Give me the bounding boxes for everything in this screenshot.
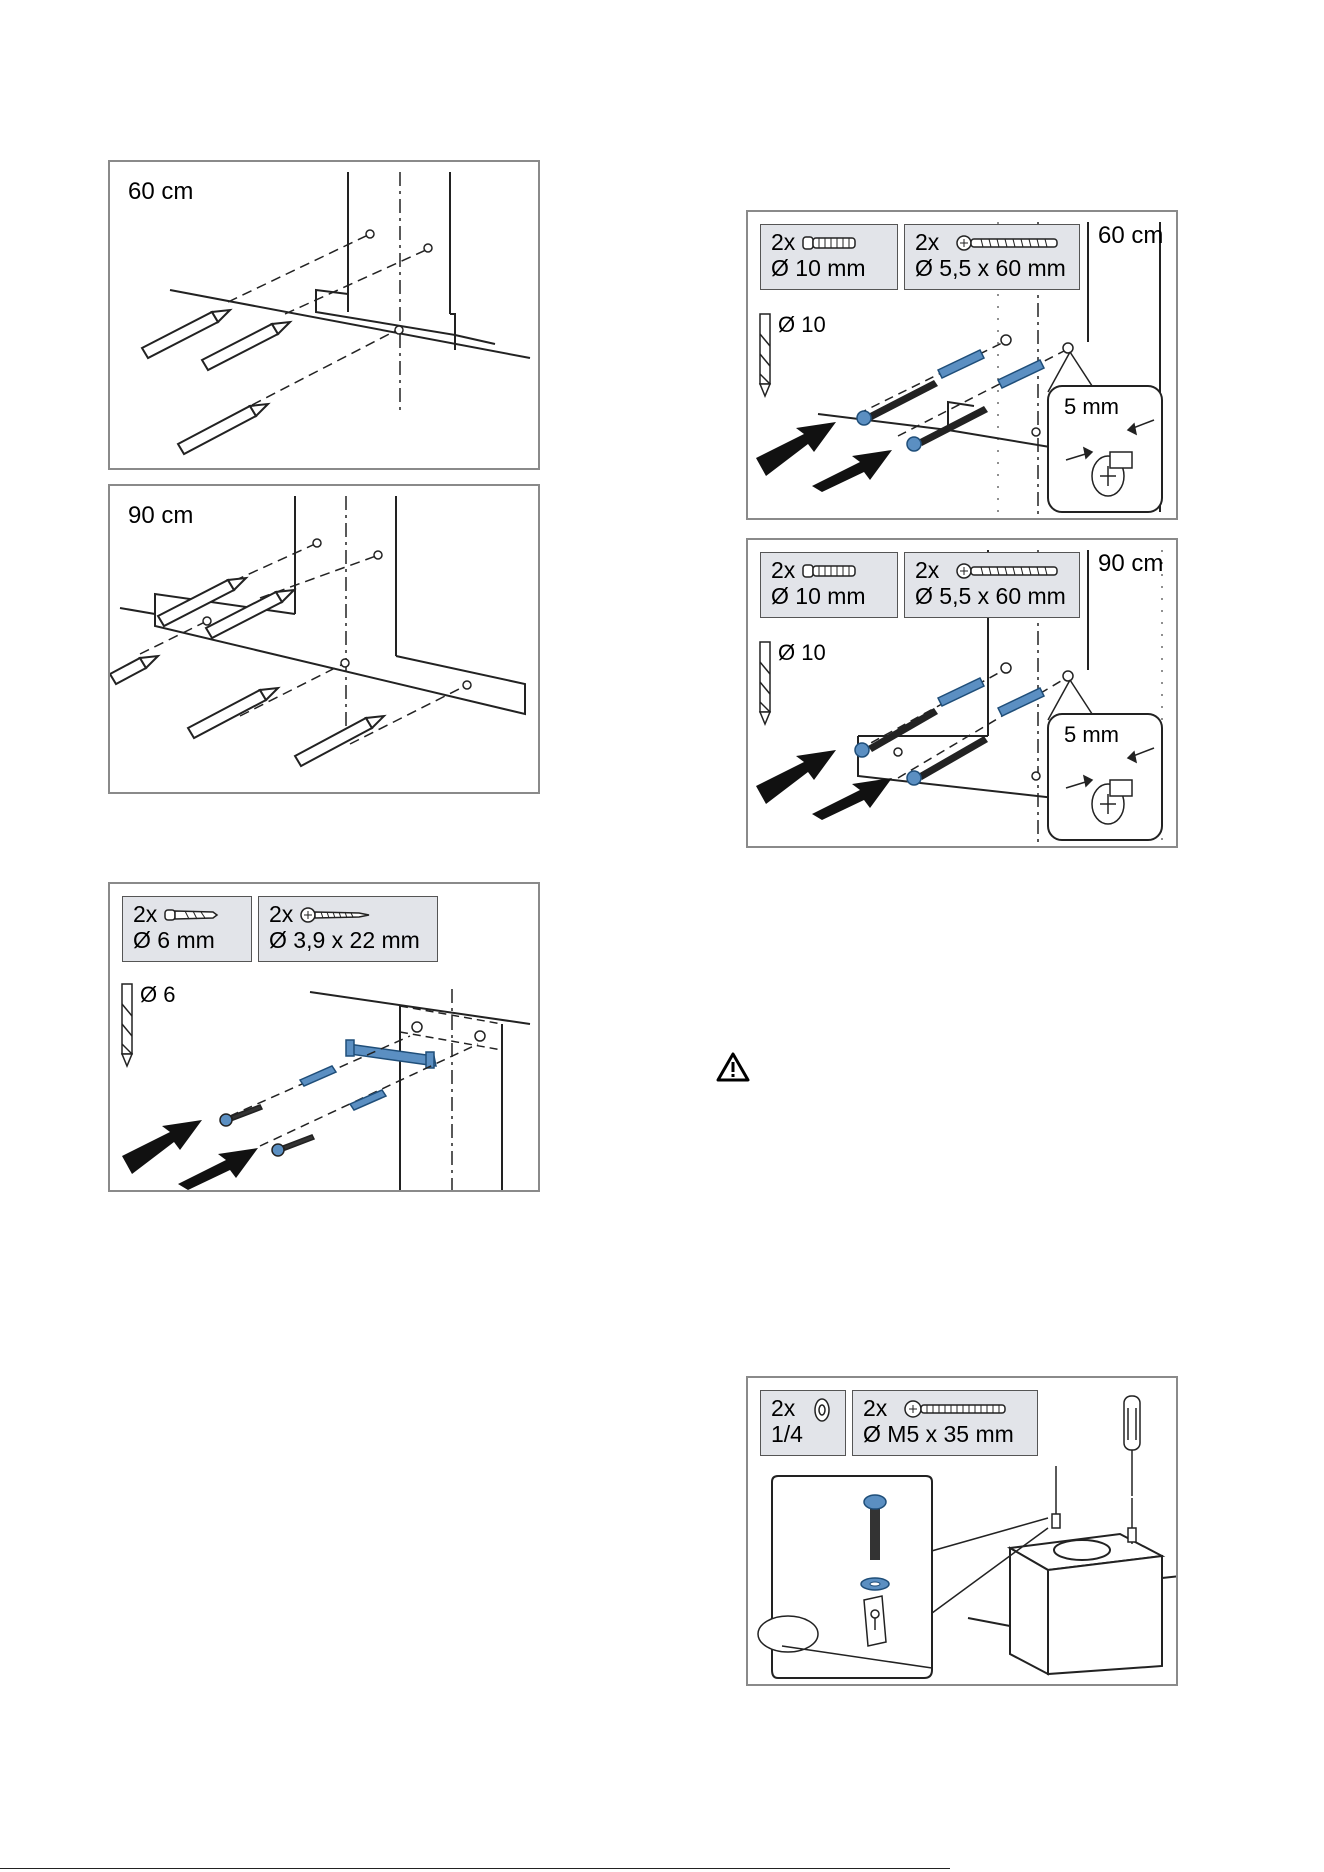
wall-plug-icon — [938, 350, 1044, 388]
wall-plug-icon — [938, 678, 1044, 716]
figure-fixing-90cm: 2x Ø 10 mm 2x Ø 5,5 x 60 mm 90 cm Ø 10 5… — [746, 538, 1178, 848]
marking-60cm-drawing — [110, 162, 540, 470]
push-arrow-icon — [756, 750, 892, 820]
parts-spec: Ø 5,5 x 60 mm — [915, 583, 1066, 609]
parts-tag-wall-plug: 2x Ø 10 mm — [760, 224, 898, 290]
bracket-drawing — [110, 884, 540, 1192]
size-label: 60 cm — [1098, 224, 1163, 248]
screw-icon — [955, 234, 1059, 252]
parts-spec: Ø 10 mm — [771, 255, 866, 281]
figure-marking-60cm: 60 cm — [108, 160, 540, 470]
hood-box — [1010, 1534, 1178, 1674]
parts-tag-screw: 2x Ø 5,5 x 60 mm — [904, 552, 1080, 618]
drill-label: Ø 10 — [778, 642, 826, 664]
figure-marking-90cm: 90 cm — [108, 484, 540, 794]
parts-qty: 2x — [771, 229, 795, 255]
wall-plug-icon — [801, 234, 861, 252]
gap-label: 5 mm — [1064, 724, 1119, 746]
parts-tag-screw: 2x Ø 5,5 x 60 mm — [904, 224, 1080, 290]
wall-plug-icon — [801, 562, 861, 580]
screw-icon — [955, 562, 1059, 580]
bracket-icon — [346, 1040, 436, 1068]
gap-label: 5 mm — [1064, 396, 1119, 418]
figure-fixing-60cm: 2x Ø 10 mm 2x Ø 5,5 x 60 mm 60 cm Ø 10 5… — [746, 210, 1178, 520]
screw-icon — [857, 380, 988, 451]
size-label: 90 cm — [1098, 552, 1163, 576]
figure-bracket-fixing: 2x Ø 6 mm 2x Ø 3,9 x 22 mm — [108, 882, 540, 1192]
detail-callout — [1048, 352, 1162, 512]
top-fixing-drawing — [748, 1378, 1178, 1686]
size-label: 60 cm — [128, 180, 193, 204]
parts-tag-wall-plug: 2x Ø 10 mm — [760, 552, 898, 618]
size-label: 90 cm — [128, 504, 193, 528]
drill-bit-icon — [760, 314, 770, 396]
marking-90cm-drawing — [110, 486, 540, 794]
figure-top-fixing: 2x 1/4 2x Ø M5 x 35 mm — [746, 1376, 1178, 1686]
drill-label: Ø 10 — [778, 314, 826, 336]
detail-inset — [758, 1476, 932, 1678]
pencil-icon — [110, 578, 384, 766]
detail-callout — [1048, 680, 1162, 840]
parts-qty: 2x — [915, 557, 939, 583]
drill-bit-icon — [122, 984, 132, 1066]
drill-bit-icon — [760, 642, 770, 724]
screwdriver-icon — [1124, 1396, 1140, 1496]
parts-spec: Ø 10 mm — [771, 583, 866, 609]
drill-label: Ø 6 — [140, 984, 175, 1006]
parts-spec: Ø 5,5 x 60 mm — [915, 255, 1066, 281]
push-arrow-icon — [756, 422, 892, 492]
parts-qty: 2x — [771, 557, 795, 583]
screw-icon — [855, 708, 988, 785]
warning-triangle-icon — [716, 1052, 750, 1082]
wall-plug-icon — [300, 1066, 386, 1110]
page-footer-rule — [0, 1868, 950, 1869]
screw-icon — [220, 1105, 314, 1156]
parts-qty: 2x — [915, 229, 939, 255]
push-arrow-icon — [122, 1120, 258, 1190]
pencil-icon — [142, 310, 290, 454]
